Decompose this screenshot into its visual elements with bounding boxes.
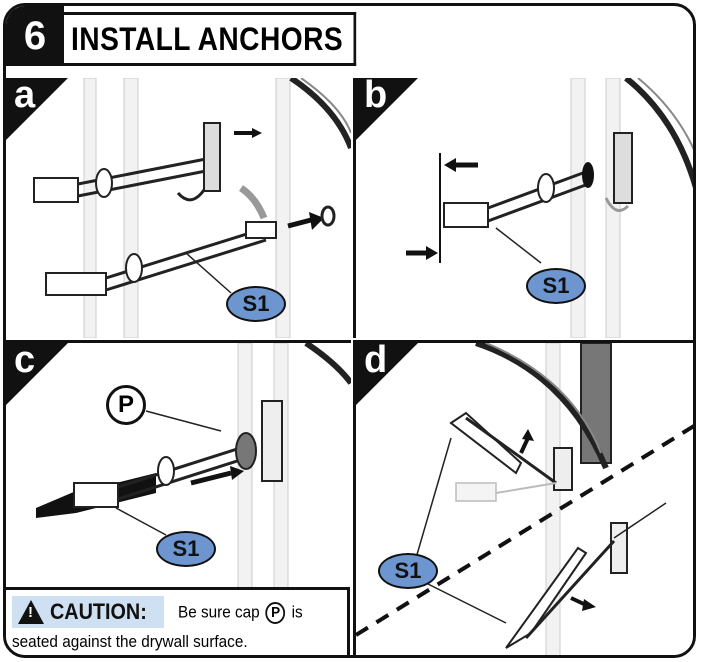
s1-callout: S1 — [226, 286, 286, 322]
s1-callout: S1 — [526, 268, 586, 304]
cap-p-icon: P — [265, 602, 286, 624]
caution-text-post: is — [291, 602, 303, 622]
warning-icon: ! — [18, 600, 44, 624]
caution-box: ! CAUTION: Be sure cap P is seated again… — [6, 587, 350, 655]
step-title: INSTALL ANCHORS — [64, 12, 357, 66]
caution-text-line1: Be sure cap P is — [178, 602, 303, 624]
panel-b: b S1 — [353, 78, 693, 338]
panel-b-illustration — [406, 78, 693, 338]
s1-callout: S1 — [156, 531, 216, 567]
caution-text-pre: Be sure cap — [178, 602, 260, 622]
panel-c-illustration — [36, 343, 351, 590]
caution-text-line2: seated against the drywall surface. — [12, 632, 248, 651]
step-number: 6 — [6, 6, 64, 66]
caution-heading: CAUTION: — [50, 599, 147, 624]
instruction-card: 6 INSTALL ANCHORS — [3, 3, 696, 658]
panel-d: d S1 — [353, 340, 693, 655]
s1-callout: S1 — [378, 553, 438, 589]
step-header: 6 INSTALL ANCHORS — [6, 6, 693, 80]
panel-a: a S1 — [6, 78, 351, 338]
panel-d-illustration — [356, 343, 693, 655]
panel-c: c P S1 — [6, 340, 351, 590]
cap-p-callout: P — [106, 385, 146, 425]
caution-tag: ! CAUTION: — [12, 596, 164, 628]
panel-a-illustration — [33, 78, 351, 338]
